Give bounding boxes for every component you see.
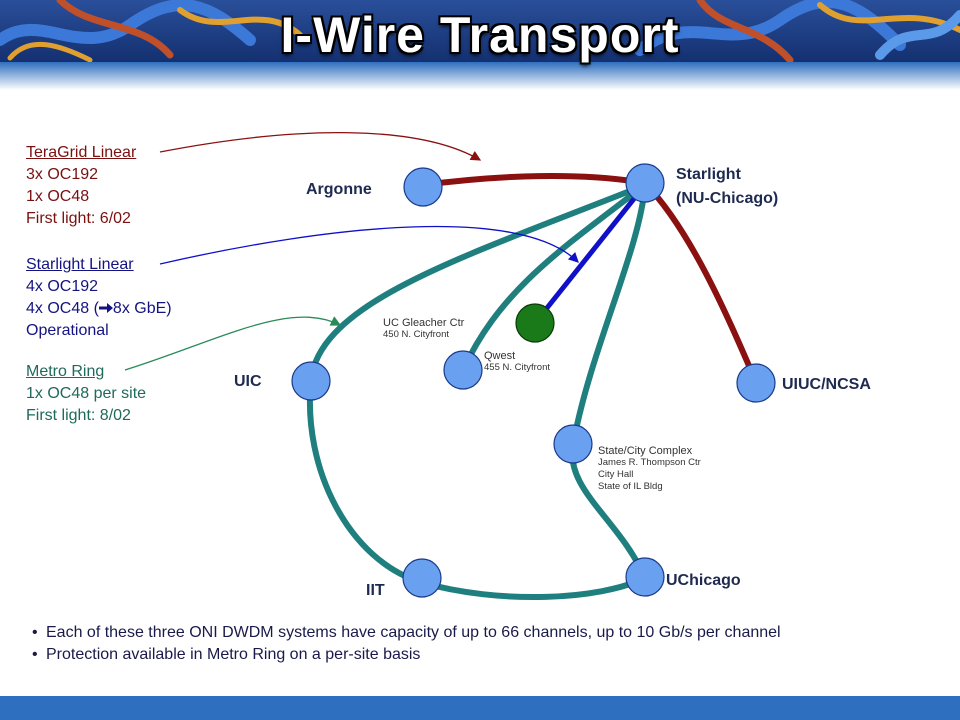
- teragrid-legend: TeraGrid Linear 3x OC192 1x OC48 First l…: [26, 142, 136, 230]
- starlight-line-2-suffix: 8x GbE): [112, 300, 172, 317]
- label-uiuc: UIUC/NCSA: [782, 376, 871, 393]
- teragrid-link-starlight-uiuc: [642, 180, 759, 385]
- label-starlight-sub: (NU-Chicago): [676, 190, 779, 207]
- page-title: I-Wire Transport: [280, 7, 680, 63]
- node-starlight: [625, 163, 665, 203]
- bullet-item: Each of these three ONI DWDM systems hav…: [32, 622, 781, 644]
- starlight-link-starlight-qwest: [533, 183, 647, 325]
- node-uic: [291, 361, 331, 401]
- label-gleacher: UC Gleacher Ctr 450 N. Cityfront: [383, 317, 464, 341]
- starlight-legend: Starlight Linear 4x OC192 4x OC48 ( 8x Gb…: [26, 254, 172, 342]
- metro-link-iit-uchicago: [417, 575, 648, 601]
- starlight-line-1: 4x OC192: [26, 278, 99, 295]
- node-gleacher: [443, 350, 483, 390]
- label-statecity-line-1: James R. Thompson Ctr: [598, 457, 701, 468]
- starlight-callout-arrow: [159, 225, 579, 265]
- label-starlight: Starlight (NU-Chicago): [676, 163, 778, 211]
- metro-heading: Metro Ring: [26, 363, 105, 380]
- metro-callout-arrow: [124, 316, 342, 371]
- label-uic: UIC: [234, 373, 262, 390]
- starlight-oc48-prefix: 4x OC48 (: [26, 300, 99, 317]
- node-uchicago: [625, 557, 665, 597]
- label-qwest-addr: 455 N. Cityfront: [484, 362, 550, 373]
- metro-link-uic-iit: [306, 377, 423, 585]
- header-banner: [0, 0, 960, 62]
- label-uchicago: UChicago: [666, 572, 741, 589]
- metro-link-statecity-starlight: [570, 182, 648, 448]
- metro-legend: Metro Ring 1x OC48 per site First light:…: [26, 361, 146, 427]
- label-starlight-name: Starlight: [676, 166, 741, 183]
- node-statecity: [553, 424, 593, 464]
- teragrid-heading: TeraGrid Linear: [26, 144, 137, 161]
- teragrid-line-2: 1x OC48: [26, 188, 90, 205]
- label-statecity-line-3: State of IL Bldg: [598, 481, 663, 492]
- teragrid-callout-arrow: [159, 132, 482, 161]
- starlight-line-2: 4x OC48 ( 8x GbE): [26, 298, 172, 320]
- label-statecity-name: State/City Complex: [598, 445, 693, 457]
- teragrid-line-1: 3x OC192: [26, 166, 99, 183]
- footer-bar: [0, 696, 960, 720]
- label-gleacher-name: UC Gleacher Ctr: [383, 317, 465, 329]
- label-gleacher-addr: 450 N. Cityfront: [383, 329, 449, 340]
- node-uiuc: [736, 363, 776, 403]
- label-iit: IIT: [366, 582, 385, 599]
- right-arrow-icon: [98, 303, 113, 313]
- label-statecity-line-2: City Hall: [598, 469, 634, 480]
- metro-line-1: 1x OC48 per site: [26, 385, 147, 402]
- starlight-heading: Starlight Linear: [26, 256, 134, 273]
- node-argonne: [403, 167, 443, 207]
- label-argonne: Argonne: [306, 181, 372, 198]
- node-iit: [402, 558, 442, 598]
- starlight-line-3: Operational: [26, 322, 109, 339]
- label-statecity: State/City Complex James R. Thompson Ctr…: [598, 445, 701, 493]
- label-qwest: Qwest 455 N. Cityfront: [484, 350, 550, 374]
- header-stripe: [0, 62, 960, 90]
- metro-link-starlight-uic: [308, 182, 648, 383]
- bullet-item: Protection available in Metro Ring on a …: [32, 644, 781, 666]
- teragrid-line-3: First light: 6/02: [26, 210, 131, 227]
- bullet-list: Each of these three ONI DWDM systems hav…: [32, 622, 781, 666]
- node-qwest: [515, 303, 555, 343]
- label-qwest-name: Qwest: [484, 350, 516, 362]
- metro-line-2: First light: 8/02: [26, 407, 131, 424]
- metro-link-starlight-gleacher: [460, 182, 648, 373]
- teragrid-link-argonne-starlight: [420, 173, 648, 188]
